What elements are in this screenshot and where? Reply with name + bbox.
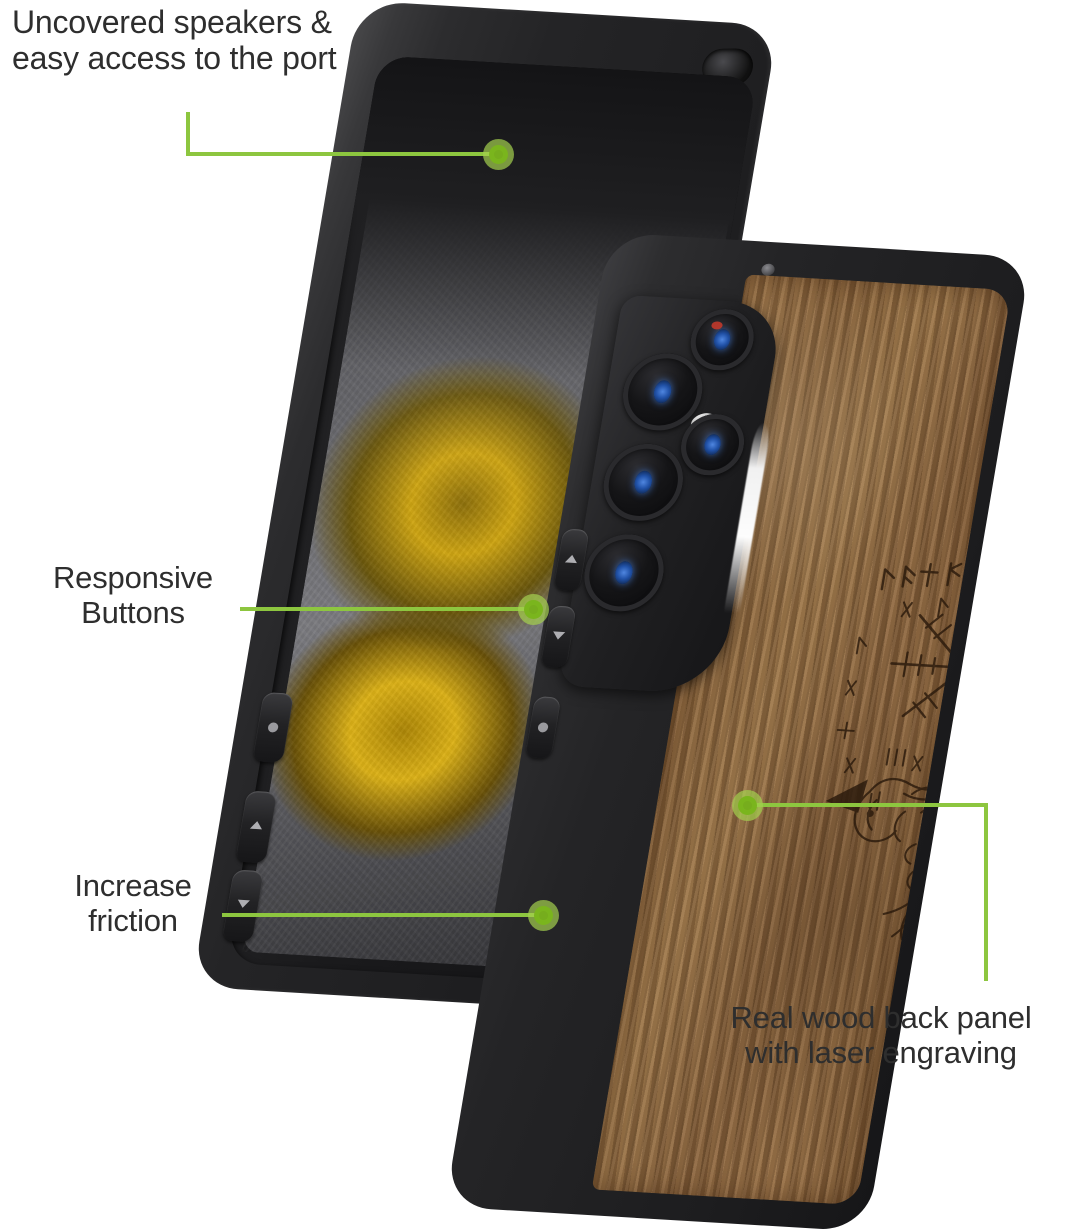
front-volume-up-icon <box>564 554 579 564</box>
hotspot-dot-buttons[interactable] <box>524 600 543 619</box>
connector-line-port-horizontal <box>186 152 496 156</box>
callout-label-increase-friction: Increase friction <box>74 868 192 939</box>
hotspot-dot-port[interactable] <box>489 145 508 164</box>
callout-label-real-wood-back-panel: Real wood back panel with laser engravin… <box>730 1000 1032 1071</box>
front-power-button-marker <box>537 722 549 733</box>
connector-line-buttons <box>240 607 532 611</box>
hotspot-dot-wood[interactable] <box>738 796 757 815</box>
laser-engraving <box>825 561 1012 955</box>
connector-line-friction <box>222 913 544 917</box>
callout-label-uncovered-speakers: Uncovered speakers & easy access to the … <box>12 4 337 77</box>
hotspot-dot-friction[interactable] <box>534 906 553 925</box>
infographic-canvas: Uncovered speakers & easy access to the … <box>0 0 1080 1122</box>
power-button-marker <box>267 722 279 733</box>
connector-line-wood-vertical <box>984 803 988 981</box>
front-volume-down-icon <box>551 631 566 640</box>
connector-line-port-vertical <box>186 112 190 156</box>
callout-label-responsive-buttons: Responsive Buttons <box>53 560 213 631</box>
connector-line-wood-horizontal <box>756 803 988 807</box>
volume-up-icon <box>249 820 264 830</box>
